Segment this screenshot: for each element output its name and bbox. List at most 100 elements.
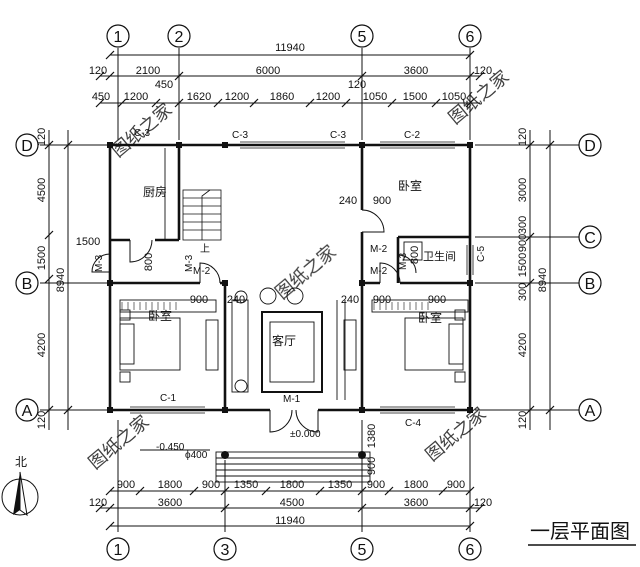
window-label: C-4 [405,418,422,429]
door-label: M-2 [370,266,388,277]
dim-bot-r2: 120 [89,497,107,509]
dim-top-r1: 120 [89,65,107,77]
dim-right: 8940 [537,268,549,292]
axis-bottom-label: 6 [466,542,475,559]
dimension-ticks [44,50,555,531]
dim-bot-r1: 900 [202,479,220,491]
axis-top-label: 5 [358,29,367,46]
dim-inner: 900 [373,195,391,207]
axis-right-label: B [585,276,596,293]
axis-left-label: B [22,276,33,293]
dim-bot-r1: 1350 [328,479,352,491]
dim-inner: 240 [341,294,359,306]
door-label: M-1 [283,394,301,405]
dim-left: 4200 [36,333,48,357]
window-label: C-3 [134,128,151,139]
axis-bottom-label: 3 [221,542,230,559]
dim-top-r2: 1620 [187,91,211,103]
axis-labels: 1 2 5 6 1 3 5 6 D B A D C B A [21,29,596,559]
door-label: M-3 [398,252,409,270]
door-label: M-2 [193,266,211,277]
room-bathroom: 卫生间 [423,249,456,263]
axis-left-label: A [22,403,33,420]
room-living: 客厅 [272,333,296,348]
elevation-outdoor: -0.450 [156,442,185,453]
dim-top-r2: 1050 [442,91,466,103]
dim-top-r2: 450 [92,91,110,103]
room-kitchen: 厨房 [143,184,167,199]
room-labels: 厨房 卧室 卧室 卧室 客厅 卫生间 [143,178,456,348]
north-arrow: 北 [1,455,39,517]
dim-right: 3000 [517,178,529,202]
dim-bot-r2: 3600 [404,497,428,509]
dim-top-total: 11940 [275,42,305,54]
doors [91,209,417,433]
dimension-text: 11940 120 2100 6000 3600 120 450 1200 45… [36,42,549,527]
dim-top-r2: 1200 [225,91,249,103]
dim-top-r2: 1200 [124,91,148,103]
element-labels: C-3 C-3 C-3 C-2 C-1 C-4 C-5 M-3 M-3 M-2 … [94,128,487,461]
axis-top-label: 1 [114,29,123,46]
axis-top-label: 2 [175,29,184,46]
door-label: M-2 [370,244,388,255]
walls [108,143,472,412]
room-bedroom-left: 卧室 [148,308,172,323]
axis-right-label: D [584,138,596,155]
room-bedroom-right: 卧室 [418,310,442,325]
axis-right-label: C [584,230,596,247]
axis-top-label: 6 [466,29,475,46]
dim-top-r2: 1050 [363,91,387,103]
dim-bot-r1: 1350 [234,479,258,491]
north-label: 北 [15,455,27,469]
dim-top-r2: 120 [348,79,366,91]
dim-top-r1: 3600 [404,65,428,77]
dim-bot-r1: 900 [117,479,135,491]
door-label: M-3 [184,254,195,272]
window-label: C-3 [232,130,249,141]
dim-bot-r2: 3600 [158,497,182,509]
dim-left: 120 [36,411,48,429]
dim-inner: 1380 [366,424,378,448]
columns [107,142,473,459]
elevation-indoor: ±0.000 [290,429,321,440]
dim-left: 120 [36,128,48,146]
dim-top-r1: 120 [474,65,492,77]
axis-right-label: A [585,403,596,420]
dim-bot-r1: 1800 [280,479,304,491]
window-label: C-3 [330,130,347,141]
dim-inner: 900 [366,457,378,475]
dim-bot-r1: 900 [367,479,385,491]
column-diameter: ϕ400 [185,450,208,461]
title-text: 一层平面图 [530,521,630,543]
dim-top-r1: 6000 [256,65,280,77]
dim-inner: 1500 [76,236,100,248]
dim-right: 4200 [517,333,529,357]
furniture [119,148,469,483]
stair-up-label: 上 [200,243,210,255]
dim-left: 8940 [55,268,67,292]
dim-inner: 240 [339,195,357,207]
window-label: C-5 [476,245,487,262]
watermark: 图纸之家 [272,241,340,303]
room-bedroom-top: 卧室 [398,178,422,193]
dimension-lines [40,48,580,532]
dim-top-r1: 2100 [136,65,160,77]
drawing-title: 一层平面图 [528,521,636,546]
dim-bot-r1: 900 [447,479,465,491]
window-label: C-2 [404,130,421,141]
axis-bubbles [15,24,602,561]
dim-right: 120 [517,128,529,146]
dim-right: 120 [517,411,529,429]
dim-right: 900 [517,234,529,252]
dim-top-r2: 1500 [403,91,427,103]
dim-right: 300 [517,283,529,301]
door-label: M-3 [94,254,105,272]
axis-left-label: D [21,138,33,155]
axis-bottom-label: 1 [114,542,123,559]
dim-bot-r1: 1800 [404,479,428,491]
dim-top-r2: 1200 [316,91,340,103]
watermark: 图纸之家 [85,411,153,473]
wardrobe-hatch [121,302,429,310]
dim-bot-r1: 1800 [158,479,182,491]
